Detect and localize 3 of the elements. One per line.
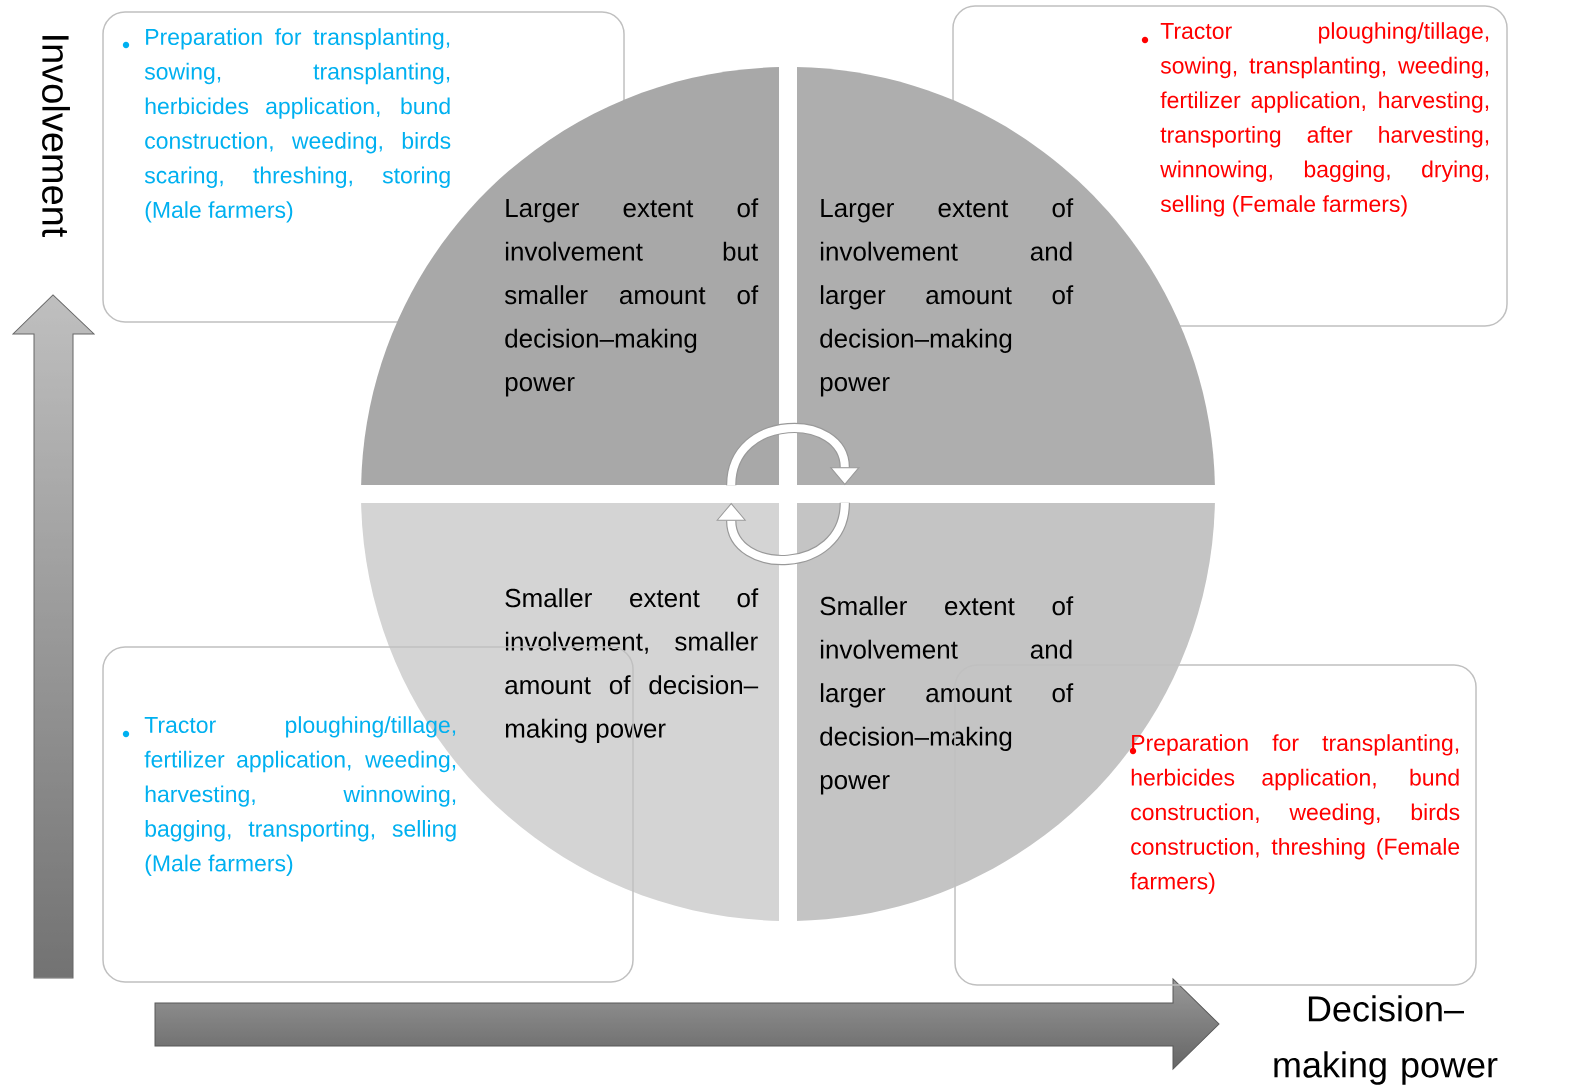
axis-label: Decision–making power [1274,995,1498,1085]
curved-arrow [716,502,850,565]
curved-arrow [726,422,860,486]
